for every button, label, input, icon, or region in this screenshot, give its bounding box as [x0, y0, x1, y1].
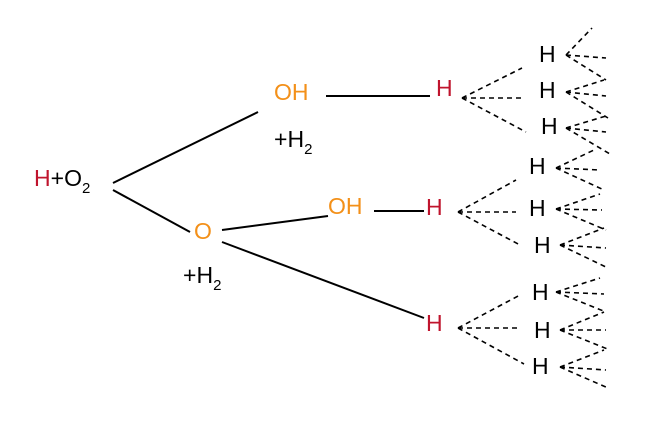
- mid-o-label: O: [194, 218, 212, 244]
- mid-oh-label: OH: [328, 193, 363, 219]
- bond-o-to-h-lower: [221, 241, 425, 319]
- leaf-h: H: [534, 317, 551, 343]
- branch-h-upper: H: [436, 75, 453, 101]
- bond-start-to-oh: [112, 111, 259, 184]
- lower-h2-label: +H2: [183, 262, 221, 294]
- dashed-branches-upper: [461, 67, 527, 133]
- start-o2-subscript: 2: [82, 180, 90, 197]
- leaf-h: H: [539, 41, 556, 67]
- branch-h-middle: H: [426, 194, 443, 220]
- dashed-fan-leaves: [555, 27, 611, 389]
- leaf-h: H: [539, 77, 556, 103]
- start-h-atom: H: [34, 165, 51, 191]
- start-species: H+O2: [34, 165, 90, 197]
- leaf-h: H: [529, 195, 546, 221]
- leaf-h: H: [532, 279, 549, 305]
- branch-h-lower: H: [426, 310, 443, 336]
- leaf-h: H: [532, 353, 549, 379]
- bond-start-to-o: [112, 189, 191, 233]
- upper-h2-label: +H2: [274, 126, 312, 158]
- upper-oh-label: OH: [274, 79, 309, 105]
- start-o2: O: [64, 165, 82, 191]
- leaf-h: H: [529, 153, 546, 179]
- start-plus: +: [51, 165, 64, 191]
- leaf-h: H: [541, 113, 558, 139]
- dashed-branches-lower: [457, 294, 525, 365]
- bond-o-to-oh: [221, 215, 329, 231]
- leaf-h: H: [534, 232, 551, 258]
- dashed-branches-middle: [457, 179, 521, 246]
